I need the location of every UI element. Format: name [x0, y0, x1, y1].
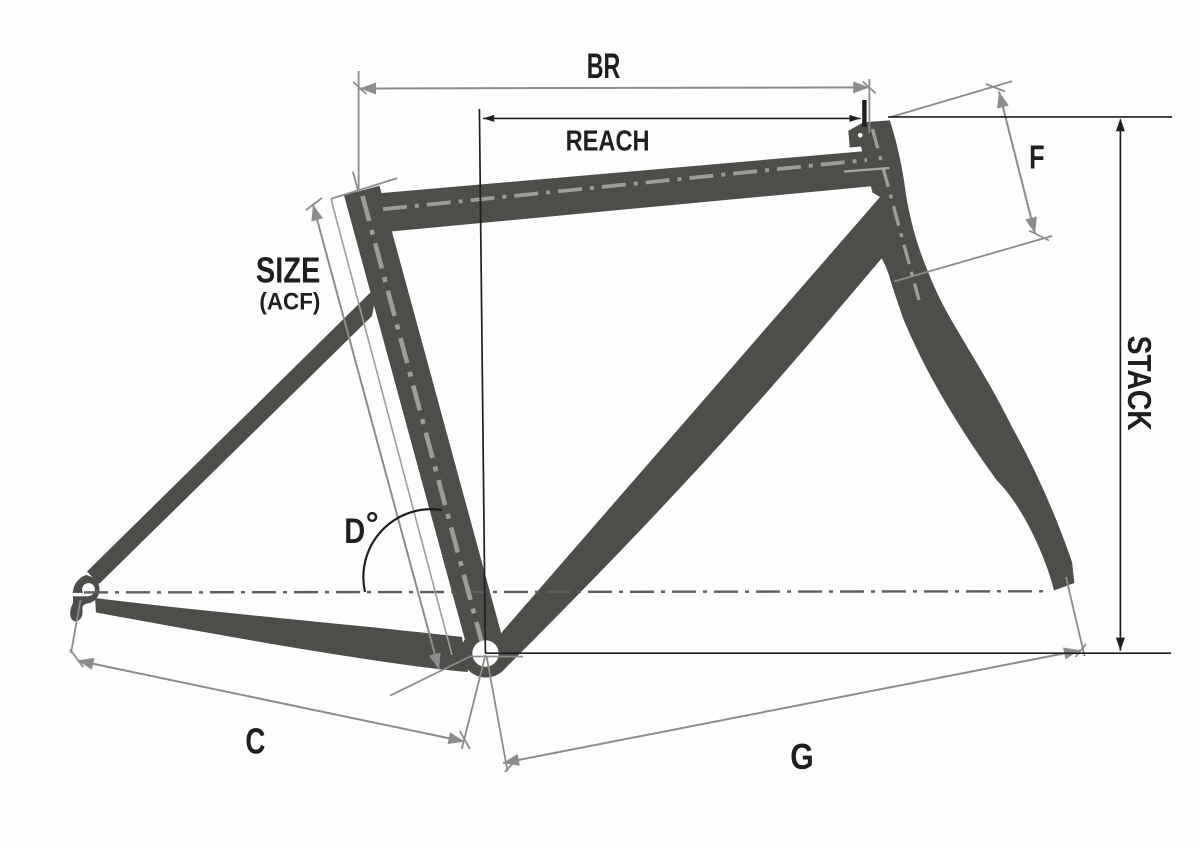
svg-text:(ACF): (ACF) [259, 289, 320, 316]
svg-text:SIZE: SIZE [256, 250, 321, 291]
svg-text:STACK: STACK [1120, 336, 1157, 431]
svg-text:G: G [790, 736, 814, 777]
svg-text:BR: BR [587, 47, 621, 86]
svg-text:F: F [1029, 139, 1045, 176]
svg-text:C: C [245, 721, 265, 762]
svg-text:D: D [344, 512, 365, 551]
svg-text:REACH: REACH [566, 125, 650, 157]
